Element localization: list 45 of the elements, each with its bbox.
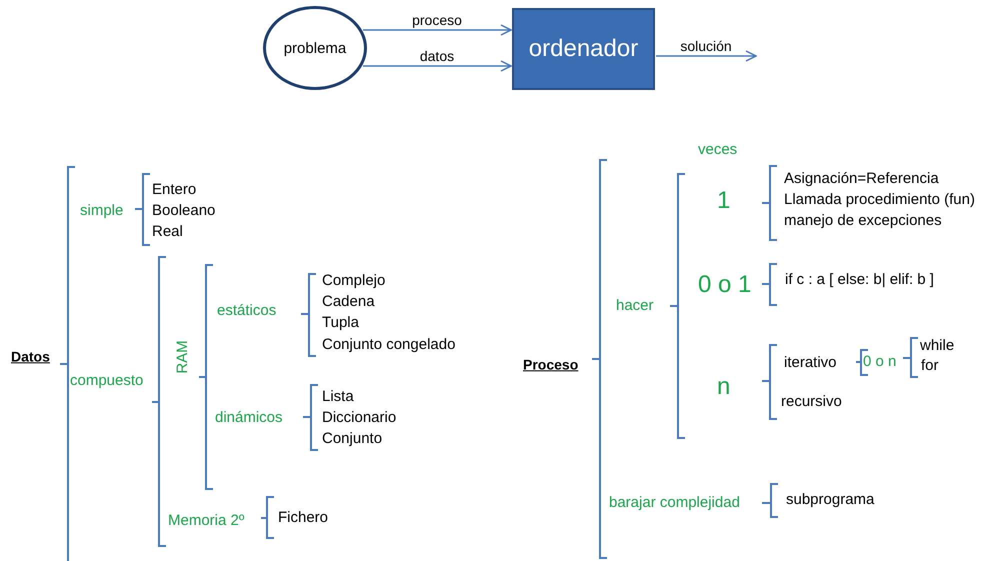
category-label: simple [80, 202, 124, 220]
category-label: RAM [174, 340, 192, 374]
item-label: Real [152, 224, 183, 240]
category-label: Memoria 2º [168, 512, 244, 530]
section-heading: Datos [11, 349, 50, 365]
category-label: barajar complejidad [609, 494, 740, 512]
item-label: Lista [322, 388, 354, 406]
item-label: iterativo [784, 354, 837, 372]
item-label: Llamada procedimiento (fun) [784, 192, 975, 208]
category-label: n [717, 374, 730, 400]
arrow [656, 50, 757, 62]
computer-box [512, 8, 655, 90]
edge-label: datos [420, 48, 454, 64]
problem-ellipse [263, 6, 367, 90]
category-label: 0 o 1 [698, 272, 752, 298]
category-label: estáticos [217, 302, 276, 320]
arrow [362, 60, 512, 72]
category-label: compuesto [70, 372, 144, 390]
category-label: hacer [616, 298, 654, 314]
category-label: 1 [717, 188, 730, 214]
edge-label: proceso [412, 12, 462, 28]
item-label: Asignación=Referencia [784, 170, 939, 188]
item-label: recursivo [781, 394, 842, 410]
item-label: Conjunto congelado [322, 336, 456, 354]
edge-label: solución [680, 38, 732, 54]
item-label: Cadena [322, 294, 375, 310]
category-label: veces [698, 142, 738, 158]
item-label: Fichero [278, 510, 328, 526]
item-label: if c : a [ else: b| elif: b ] [785, 272, 934, 288]
item-label: while [920, 338, 954, 354]
item-label: subprograma [786, 492, 874, 508]
item-label: for [921, 358, 939, 374]
item-label: Complejo [322, 272, 386, 290]
item-label: Diccionario [322, 410, 396, 426]
item-label: manejo de excepciones [784, 212, 942, 230]
item-label: Entero [152, 182, 196, 198]
node-label: ordenador [528, 35, 638, 63]
category-label: 0 o n [863, 354, 896, 370]
category-label: dinámicos [215, 410, 283, 426]
item-label: Conjunto [322, 430, 382, 448]
item-label: Booleano [152, 202, 216, 220]
section-heading: Proceso [523, 357, 578, 373]
arrow [362, 24, 512, 36]
item-label: Tupla [322, 314, 359, 332]
node-label: problema [284, 40, 346, 56]
